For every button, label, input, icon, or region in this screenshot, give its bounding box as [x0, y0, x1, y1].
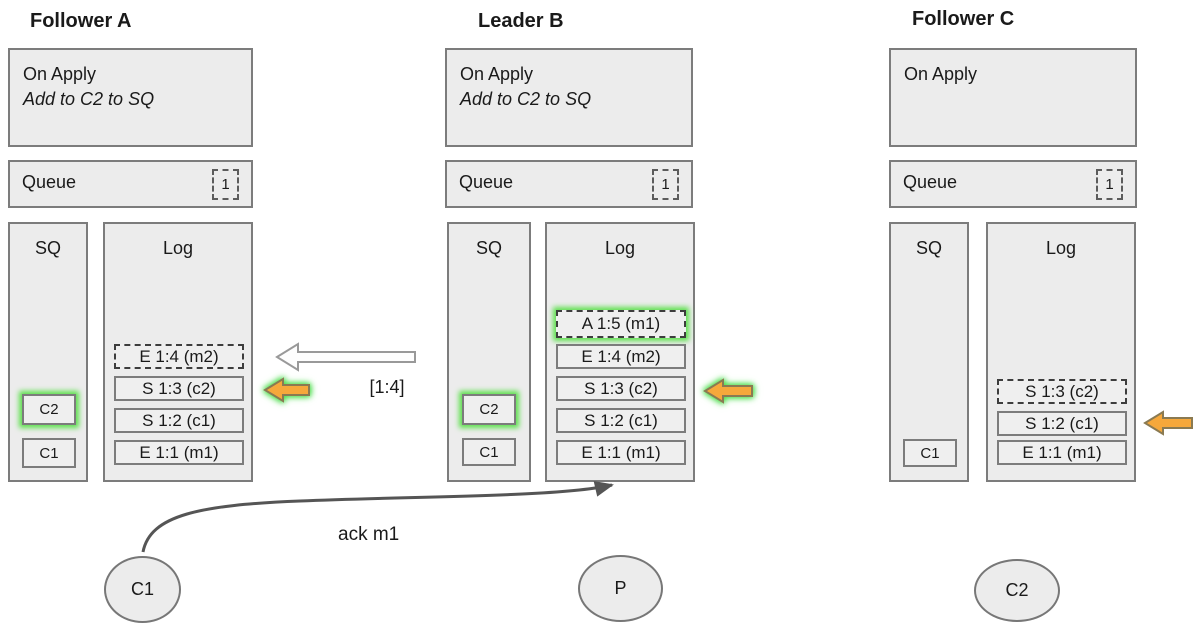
log-label: Log: [604, 238, 636, 258]
log-entry: S 1:3 (c2): [556, 376, 686, 401]
replicate-left-arrow-icon: [275, 342, 416, 372]
sq-entry-c1: C1: [903, 439, 957, 467]
log-entry: E 1:1 (m1): [556, 440, 686, 465]
node-b-log-panel: Log A 1:5 (m1) E 1:4 (m2) S 1:3 (c2) S 1…: [545, 222, 695, 482]
log-entry: E 1:1 (m1): [997, 440, 1127, 465]
apply-pointer-arrow-a-icon: [263, 377, 310, 403]
apply-pointer-arrow-c-icon: [1143, 410, 1193, 436]
sq-entry-c1: C1: [462, 438, 516, 466]
queue-label: Queue: [22, 172, 77, 192]
sq-label: SQ: [34, 238, 61, 258]
replication-range-label: [1:4]: [369, 377, 405, 397]
log-entry: S 1:3 (c2): [997, 379, 1127, 404]
node-a-on-apply-panel: On Apply Add to C2 to SQ: [8, 48, 253, 147]
ack-label: ack m1: [338, 524, 400, 545]
node-c-on-apply-panel: On Apply: [889, 48, 1137, 147]
node-c-title: Follower C: [912, 8, 1015, 30]
log-entry: S 1:2 (c1): [556, 408, 686, 433]
on-apply-label: On Apply: [904, 64, 978, 84]
on-apply-label: On Apply: [460, 64, 534, 84]
log-label: Log: [162, 238, 194, 258]
sq-label: SQ: [475, 238, 502, 258]
node-c-log-panel: Log S 1:3 (c2) S 1:2 (c1) E 1:1 (m1): [986, 222, 1136, 482]
actor-label: C2: [1005, 580, 1029, 600]
log-entry: A 1:5 (m1): [556, 310, 686, 338]
node-b-on-apply-panel: On Apply Add to C2 to SQ: [445, 48, 693, 147]
queue-label: Queue: [459, 172, 514, 192]
sq-entry-c2: C2: [22, 394, 76, 425]
node-b-title: Leader B: [478, 10, 564, 32]
node-a-title: Follower A: [30, 10, 132, 32]
node-b-queue-panel: Queue 1: [445, 160, 693, 208]
apply-pointer-arrow-b-icon: [703, 378, 753, 404]
log-entry: S 1:2 (c1): [114, 408, 244, 433]
node-a-log-panel: Log E 1:4 (m2) S 1:3 (c2) S 1:2 (c1) E 1…: [103, 222, 253, 482]
queue-count-badge: 1: [212, 169, 239, 200]
sq-label: SQ: [915, 238, 942, 258]
sq-entry-c2: C2: [462, 394, 516, 425]
node-c-sq-panel: SQ C1: [889, 222, 969, 482]
queue-count-badge: 1: [1096, 169, 1123, 200]
log-label: Log: [1045, 238, 1077, 258]
queue-count-badge: 1: [652, 169, 679, 200]
sq-entry-c1: C1: [22, 438, 76, 468]
log-entry: E 1:1 (m1): [114, 440, 244, 465]
actor-label: P: [614, 578, 627, 598]
on-apply-rule: Add to C2 to SQ: [460, 89, 592, 109]
on-apply-label: On Apply: [23, 64, 97, 84]
node-c-queue-panel: Queue 1: [889, 160, 1137, 208]
actor-label: C1: [130, 579, 154, 599]
on-apply-rule: Add to C2 to SQ: [23, 89, 155, 109]
node-a-sq-panel: SQ C2 C1: [8, 222, 88, 482]
queue-label: Queue: [903, 172, 958, 192]
node-b-sq-panel: SQ C2 C1: [447, 222, 531, 482]
proposer-p-ellipse: P: [578, 555, 663, 622]
client-c2-ellipse: C2: [974, 559, 1060, 622]
log-entry: E 1:4 (m2): [556, 344, 686, 369]
log-entry: E 1:4 (m2): [114, 344, 244, 369]
log-entry: S 1:3 (c2): [114, 376, 244, 401]
client-c1-ellipse: C1: [104, 556, 181, 623]
node-a-queue-panel: Queue 1: [8, 160, 253, 208]
log-entry: S 1:2 (c1): [997, 411, 1127, 436]
